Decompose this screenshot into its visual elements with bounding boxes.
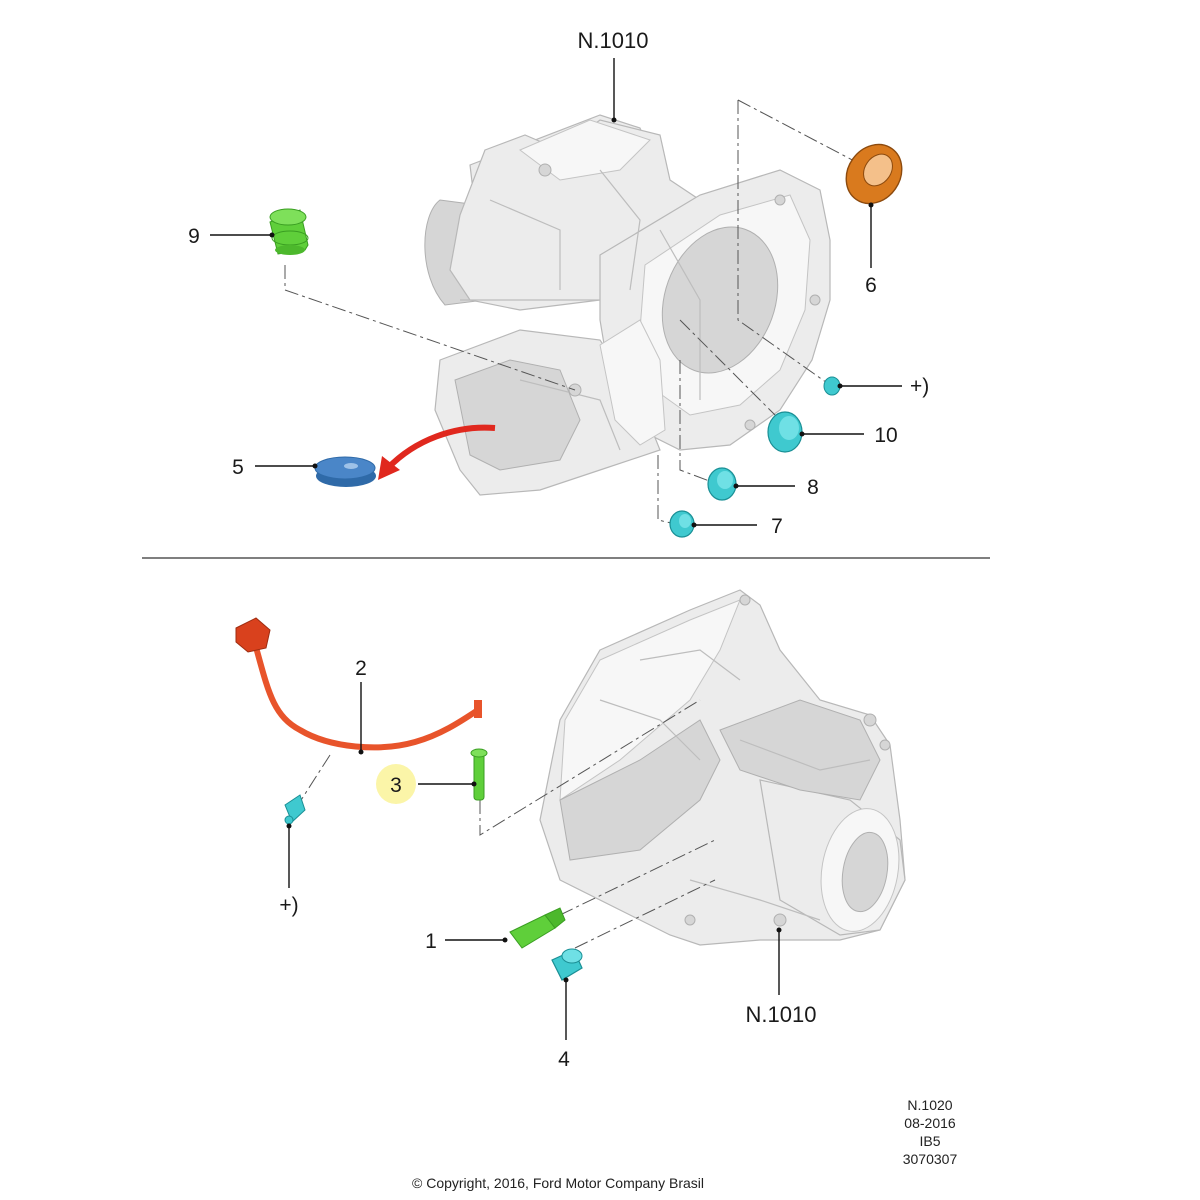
leader-lines-top (210, 58, 902, 526)
callout-2: 2 (355, 657, 367, 680)
part-9-green-plug (269, 208, 309, 255)
leader-lines-bottom (288, 682, 780, 1040)
footer-date: 08-2016 (904, 1115, 956, 1131)
callout-ref-mark-top: +) (910, 375, 929, 398)
part-4-cyan-cap (551, 948, 583, 981)
callout-6: 6 (865, 274, 877, 297)
callout-3: 3 (390, 774, 402, 797)
leader-dots-top (269, 117, 874, 528)
callout-1: 1 (425, 930, 437, 953)
part-8-cyan-plug (707, 467, 737, 501)
assembly-ref-label-bottom: N.1010 (746, 1002, 817, 1027)
footer-model: IB5 (919, 1133, 940, 1149)
footer-copyright: © Copyright, 2016, Ford Motor Company Br… (412, 1175, 704, 1191)
footer-doc-number: 3070307 (903, 1151, 958, 1167)
callout-ref-mark-bottom: +) (279, 894, 298, 917)
part-7-cyan-plug (669, 510, 695, 538)
assembly-ref-label-top: N.1010 (578, 28, 649, 53)
callout-4: 4 (558, 1048, 570, 1071)
transmission-housing-top (424, 114, 831, 496)
part-10-cyan-plug (767, 411, 803, 453)
callout-7: 7 (771, 515, 783, 538)
part-2-wiring-harness (235, 617, 482, 751)
transmission-housing-bottom (539, 589, 906, 946)
callout-9: 9 (188, 225, 200, 248)
cyan-connector-ref-bottom (284, 794, 306, 825)
red-direction-arrow (378, 424, 496, 480)
part-3-green-pin (376, 748, 488, 804)
callout-10: 10 (874, 424, 897, 447)
footer-ref-code: N.1020 (907, 1097, 952, 1113)
part-1-green-sensor (509, 907, 566, 949)
callout-5: 5 (232, 456, 244, 479)
part-5-blue-disc (314, 456, 376, 487)
callout-8: 8 (807, 476, 819, 499)
part-6-orange-seal-ring (845, 143, 903, 205)
leader-dots-bottom (286, 749, 782, 983)
